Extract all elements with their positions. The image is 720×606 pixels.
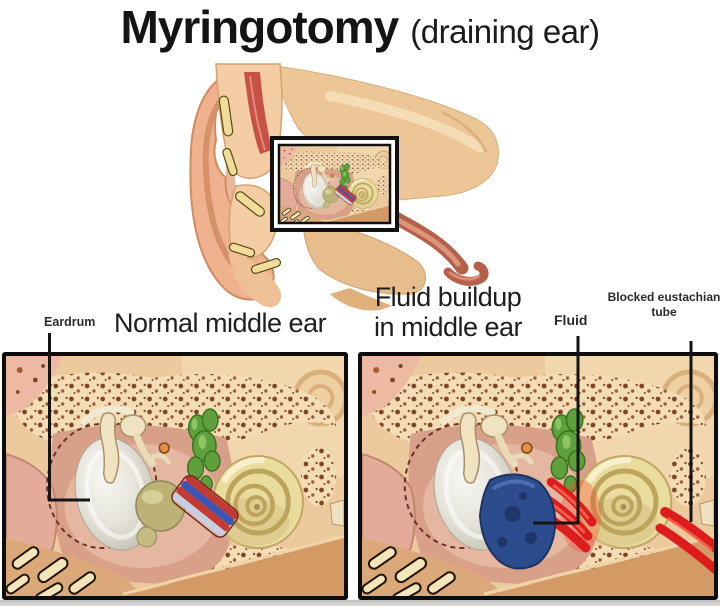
eustachian-tube xyxy=(385,209,489,286)
page-title: Myringotomy (draining ear) xyxy=(0,0,720,58)
title-subtitle: (draining ear) xyxy=(410,13,600,50)
fluid-label: Fluid xyxy=(554,312,588,328)
fluid-middle-ear-panel xyxy=(358,352,718,600)
normal-middle-ear-illustration xyxy=(6,356,344,596)
lower-bone xyxy=(303,215,427,311)
ear-overview-illustration xyxy=(189,63,499,311)
normal-middle-ear-panel xyxy=(2,352,348,600)
magnifier-callout-box xyxy=(270,136,399,232)
blocked-eustachian-tube-label: Blocked eustachian tube xyxy=(607,290,720,319)
heading-fluid-buildup: Fluid buildup in middle ear xyxy=(373,282,523,342)
title-main: Myringotomy xyxy=(120,1,399,53)
temporal-bone xyxy=(275,65,499,201)
fluid-middle-ear-illustration xyxy=(362,356,714,596)
ear-canal-column xyxy=(215,63,283,308)
heading-normal-middle-ear: Normal middle ear xyxy=(114,308,327,338)
bottom-shadow-strip xyxy=(0,600,720,606)
eardrum-label: Eardrum xyxy=(44,315,96,329)
